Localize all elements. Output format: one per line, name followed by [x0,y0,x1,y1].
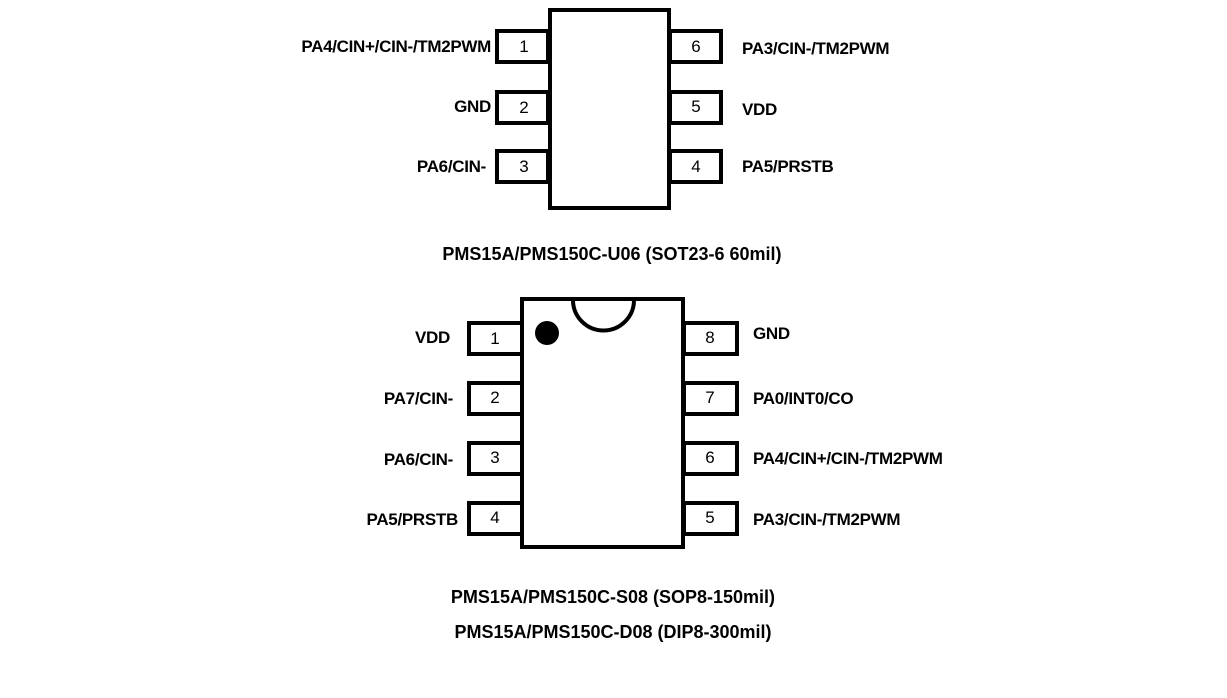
sot-pin-number: 6 [691,37,701,56]
sop-pin-number: 4 [490,508,500,527]
sot-pin-label: PA5/PRSTB [742,157,834,176]
sop-pin-2-pad [467,381,524,416]
sot-package-caption: PMS15A/PMS150C-U06 (SOT23-6 60mil) [442,244,782,264]
sot-pin-1-pad [495,29,550,64]
sop-pin-label: PA4/CIN+/CIN-/TM2PWM [753,449,943,468]
sop-package-caption: PMS15A/PMS150C-S08 (SOP8-150mil) [450,587,776,607]
sot-pin-label: VDD [742,100,777,119]
sot-pin-label: GND [454,97,491,116]
sot-pin-2-pad [495,90,550,125]
sop-pin-number: 2 [490,388,500,407]
sot-pin-label: PA6/CIN- [416,157,486,176]
sop-pin-label: VDD [415,328,450,347]
sot-pin-label: PA3/CIN-/TM2PWM [742,39,890,58]
sop-pin-label: PA7/CIN- [383,389,453,408]
sop-notch [571,299,636,333]
sot-pin-number: 5 [691,97,701,116]
sot-pin-number: 3 [519,157,529,176]
sop-pin-number: 7 [705,388,715,407]
sop-pin-3-pad [467,441,524,476]
sop-pin-number: 3 [490,448,500,467]
sop-pin-number: 6 [705,448,715,467]
sot-pin-3-pad [495,149,550,184]
sop-pin-label: PA3/CIN-/TM2PWM [753,510,901,529]
sot-pin-label: PA4/CIN+/CIN-/TM2PWM [301,37,491,56]
sop-pin-label: PA6/CIN- [383,450,453,469]
sop-pin-label: GND [753,324,790,343]
pin1-dot-marker [535,321,559,345]
sop-pin-1-pad [467,321,524,356]
sop-pin-8-pad [682,321,739,356]
sot-pin-number: 4 [691,157,701,176]
sop-pin-number: 5 [705,508,715,527]
sop-pin-label: PA5/PRSTB [366,510,459,529]
sop-pin-number: 1 [490,329,500,348]
sop-pin-number: 8 [705,328,715,347]
sop-pin-label: PA0/INT0/CO [753,389,854,408]
sot-pin-number: 1 [519,37,529,56]
dip-package-caption: PMS15A/PMS150C-D08 (DIP8-300mil) [454,622,772,642]
sop-pin-7-pad [682,381,739,416]
sot-pin-number: 2 [519,98,529,117]
sot-body [548,8,671,210]
